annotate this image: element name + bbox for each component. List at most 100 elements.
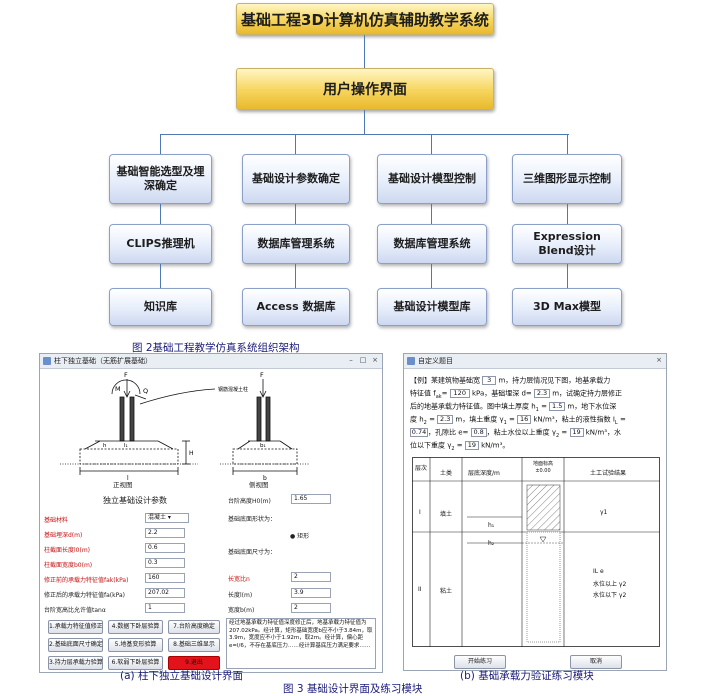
btn-bearing-layer-check[interactable]: 3.持力层承载力验算 — [48, 656, 103, 670]
system-title-box: 基础工程3D计算机仿真辅助教学系统 — [236, 3, 494, 35]
step-height-output: 1.65 — [291, 494, 331, 504]
caption-a: (a) 柱下独立基础设计界面 — [120, 670, 243, 682]
side-view-drawing — [220, 379, 310, 475]
cancel-button[interactable]: 取消 — [570, 655, 622, 669]
header-layer: 层次 — [415, 465, 428, 472]
connector — [160, 264, 161, 288]
moment-label: M — [115, 385, 121, 393]
module-header-2: 基础设计参数确定 — [242, 154, 350, 204]
column-length-input[interactable]: 0.6 — [145, 543, 185, 553]
connector — [567, 264, 568, 288]
gamma2-input[interactable]: 19 — [569, 428, 584, 437]
column-note: 钢筋混凝土柱 — [218, 386, 248, 393]
column-length-label: l₁ — [124, 443, 128, 449]
height-label: H — [189, 450, 194, 457]
width-input[interactable]: 3 — [482, 376, 497, 385]
il-input[interactable]: 0.74 — [410, 428, 428, 437]
module-header-3: 基础设计模型控制 — [377, 154, 487, 204]
btn-bearing-correction[interactable]: 1.承载力特征值修正 — [48, 620, 103, 634]
header-soil: 土类 — [440, 470, 453, 477]
connector — [431, 134, 432, 154]
figure-3-caption: 图 3 基础设计界面及练习模块 — [283, 683, 423, 695]
practice-window: 自定义题目 × 【例】某建筑物基础宽 3 m，持力层情况见下图，地基承载力 特征… — [403, 353, 667, 671]
start-practice-button[interactable]: 开始练习 — [454, 655, 506, 669]
h1-label: h₁ — [488, 522, 495, 529]
param-label: 台阶宽高比允许值tanα — [44, 607, 106, 614]
param-label: 基础材料 — [44, 517, 69, 524]
param-label: 基础底面形状为： — [228, 516, 277, 523]
btn-base-size[interactable]: 2.基础底面尺寸确定 — [48, 638, 103, 652]
window-title: 自定义题目 — [418, 357, 453, 365]
connector — [567, 134, 568, 154]
foundation-design-window: 柱下独立基础（无筋扩展基础） – □ × — [39, 353, 383, 673]
param-label: 修正后的承载力特征值fa(kPa) — [44, 592, 125, 599]
param-label: 修正前的承载力特征值fak(kPa) — [44, 577, 129, 584]
connector — [295, 134, 296, 154]
app-icon — [407, 357, 415, 365]
connector — [295, 204, 296, 224]
params-section-title: 独立基础设计参数 — [103, 496, 167, 505]
material-select[interactable]: 混凝土 ▾ — [145, 513, 189, 523]
module-bottom-4: 3D Max模型 — [512, 288, 622, 326]
btn-underlying-check[interactable]: 4.数据下卧层验算 — [108, 620, 163, 634]
row1-number: I — [419, 509, 421, 516]
connector — [567, 204, 568, 224]
width-label: b — [263, 475, 267, 482]
fak-input[interactable]: 160 — [145, 573, 185, 583]
app-icon — [43, 357, 51, 365]
module-bottom-3: 基础设计模型库 — [377, 288, 487, 326]
embed-depth-input[interactable]: 2.2 — [145, 528, 185, 538]
problem-line-1: 【例】某建筑物基础宽 3 m，持力层情况见下图，地基承载力 — [410, 376, 611, 385]
minimize-icon[interactable]: – — [349, 356, 353, 364]
depth-input[interactable]: 2.3 — [534, 389, 550, 398]
connector — [295, 264, 296, 288]
h2-input[interactable]: 2.3 — [437, 415, 454, 424]
close-icon[interactable]: × — [372, 356, 378, 364]
gamma1-input[interactable]: 16 — [517, 415, 532, 424]
tan-alpha-input[interactable]: 1 — [145, 603, 185, 613]
force-label: F — [124, 371, 128, 379]
rectangle-radio[interactable]: ● 矩形 — [290, 533, 310, 540]
shear-label: Q — [143, 387, 148, 395]
fa-output: 207.02 — [145, 588, 185, 598]
param-label: 柱截面长度l0(m) — [44, 547, 91, 554]
btn-3d-display[interactable]: 8.基础三维显示 — [168, 638, 220, 652]
problem-line-5: 0.74，孔隙比 e= 0.8，粘土水位以上重度 γ2 = 19 kN/m³，水 — [410, 428, 622, 439]
h1-input[interactable]: 1.5 — [549, 402, 566, 411]
close-icon[interactable]: × — [656, 356, 662, 364]
header-depth: 层底深度/m — [468, 470, 500, 477]
h2-label: h₂ — [488, 540, 495, 547]
btn-exit[interactable]: 9.退出 — [168, 656, 220, 670]
fak-input[interactable]: 120 — [449, 389, 470, 398]
module-mid-4: Expression Blend设计 — [512, 224, 622, 264]
btn-step-height[interactable]: 7.台阶高度确定 — [168, 620, 220, 634]
front-view-caption: 正视图 — [113, 481, 133, 489]
row2-result-line: IL e — [593, 568, 604, 575]
param-label: 柱截面宽度b0(m) — [44, 562, 93, 569]
length-label: l — [127, 475, 129, 482]
row2-result-line: 水位以上 γ2 — [593, 581, 627, 588]
ratio-input[interactable]: 2 — [291, 572, 331, 582]
module-header-4: 三维图形显示控制 — [512, 154, 622, 204]
result-textbox[interactable]: 经过地基承载力特征值深度修正后，地基承载力特征值为207.02kPa。经计算，矩… — [226, 618, 376, 669]
radio-label: 矩形 — [297, 533, 310, 540]
gamma2w-input[interactable]: 19 — [464, 441, 479, 450]
foundation-drawing: M F Q F 钢筋混凝土柱 H l b h l₁ b₁ — [60, 371, 310, 482]
param-label: 长度l(m) — [228, 592, 253, 599]
e-input[interactable]: 0.8 — [470, 428, 487, 437]
module-mid-2: 数据库管理系统 — [242, 224, 350, 264]
row1-result: γ1 — [600, 509, 608, 516]
front-view-drawing — [60, 379, 216, 475]
module-bottom-1: 知识库 — [109, 288, 212, 326]
btn-deformation-check[interactable]: 5.地基变形验算 — [108, 638, 163, 652]
module-header-1: 基础智能选型及埋深确定 — [109, 154, 212, 204]
row2-number: II — [418, 586, 422, 593]
step-height-label: h — [103, 443, 107, 449]
maximize-icon[interactable]: □ — [359, 356, 367, 364]
column-width-input[interactable]: 0.3 — [145, 558, 185, 568]
module-mid-3: 数据库管理系统 — [377, 224, 487, 264]
figure-2-caption: 图 2基础工程教学仿真系统组织架构 — [132, 342, 300, 354]
param-label: 基础底面尺寸为： — [228, 549, 277, 556]
connector — [431, 204, 432, 224]
btn-weak-layer-check[interactable]: 6.软弱下卧层验算 — [108, 656, 163, 670]
